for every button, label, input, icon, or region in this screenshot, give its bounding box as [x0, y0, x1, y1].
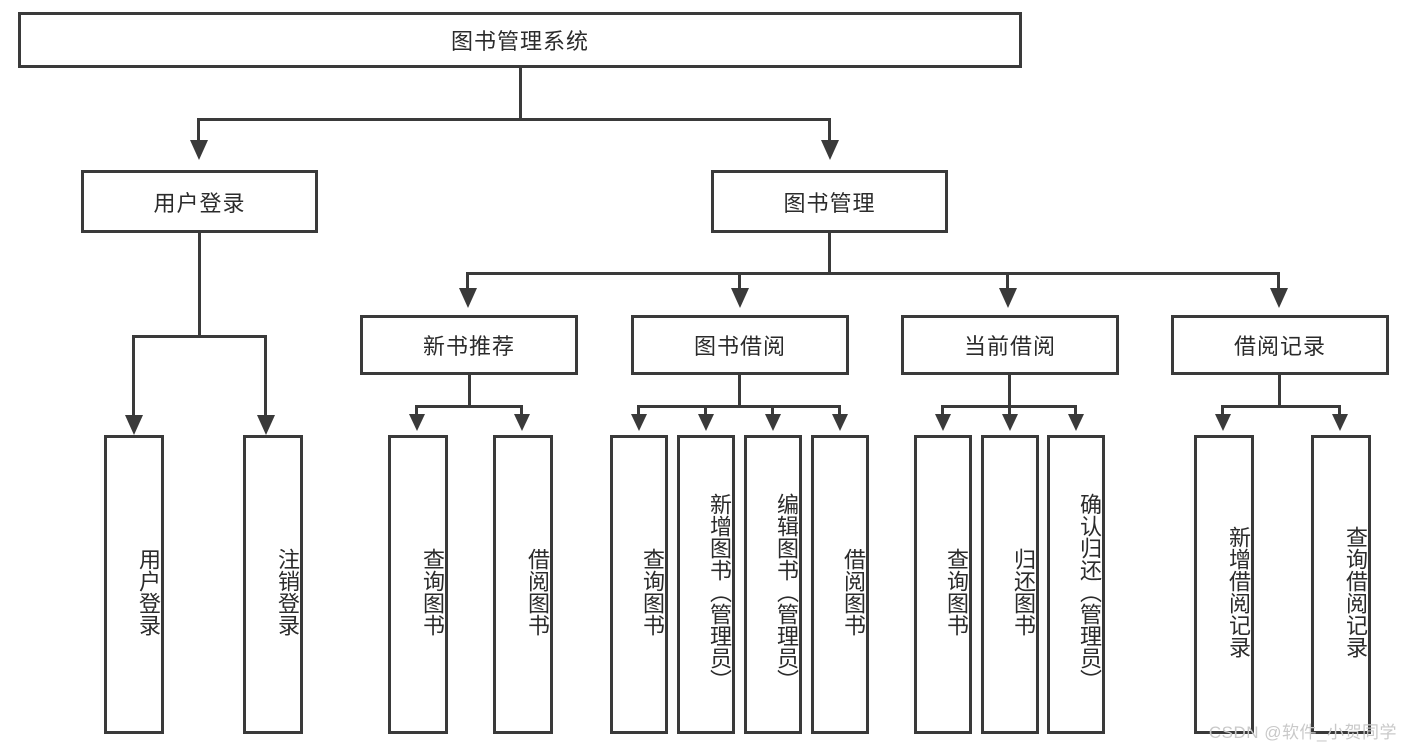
node-label: 编辑图书（管理员）: [774, 492, 799, 691]
connector-cb-drop-1: [941, 405, 944, 417]
arrow-to-book-borrow: [731, 288, 749, 308]
arrow-to-book-management: [821, 140, 839, 160]
connector-nbr-drop-2: [520, 405, 523, 417]
arrow-to-current-borrow: [999, 288, 1017, 308]
arrow-to-leaf-confirm-return: [1068, 414, 1084, 431]
node-leaf-edit-book[interactable]: 编辑图书（管理员）: [744, 435, 802, 734]
arrow-to-leaf-edit-book: [765, 414, 781, 431]
node-label: 归还图书: [1011, 547, 1036, 636]
arrow-to-leaf-add-borrow-record: [1215, 414, 1231, 431]
node-user-login[interactable]: 用户登录: [81, 170, 318, 233]
node-label: 新书推荐: [422, 334, 515, 359]
node-book-borrow[interactable]: 图书借阅: [631, 315, 849, 375]
connector-nbr-stem: [468, 375, 471, 408]
connector-level3-drop-1: [466, 272, 469, 290]
node-label: 查询图书: [420, 547, 445, 636]
connector-nbr-bus: [415, 405, 523, 408]
node-label: 用户登录: [153, 190, 246, 216]
node-leaf-borrow-book-1[interactable]: 借阅图书: [493, 435, 553, 734]
node-label: 新增图书（管理员）: [707, 492, 732, 691]
connector-user-login-stem: [198, 233, 201, 338]
arrow-to-user-login: [190, 140, 208, 160]
connector-nbr-drop-1: [415, 405, 418, 417]
connector-root-bus: [197, 118, 831, 121]
node-label: 注销登录: [275, 547, 300, 636]
node-leaf-query-book-2[interactable]: 查询图书: [610, 435, 668, 734]
connector-cb-drop-3: [1074, 405, 1077, 417]
connector-user-login-bus: [132, 335, 267, 338]
node-leaf-query-borrow-record[interactable]: 查询借阅记录: [1311, 435, 1371, 734]
watermark: CSDN @软件_小贺同学: [1208, 723, 1397, 742]
connector-bb-drop-3: [771, 405, 774, 417]
node-new-book-recommend[interactable]: 新书推荐: [360, 315, 578, 375]
node-label: 借阅图书: [525, 547, 550, 636]
connector-br-bus: [1221, 405, 1341, 408]
node-leaf-return-book[interactable]: 归还图书: [981, 435, 1039, 734]
node-leaf-borrow-book-2[interactable]: 借阅图书: [811, 435, 869, 734]
node-label: 查询图书: [640, 547, 665, 636]
connector-cb-drop-2: [1008, 405, 1011, 417]
connector-level3-drop-3: [1006, 272, 1009, 290]
connector-cb-stem: [1008, 375, 1011, 408]
node-label: 当前借阅: [963, 334, 1056, 359]
node-label: 借阅图书: [841, 547, 866, 636]
arrow-to-leaf-borrow-book-2: [832, 414, 848, 431]
connector-level3-bus: [466, 272, 1280, 275]
connector-level3-drop-2: [738, 272, 741, 290]
arrow-to-leaf-query-borrow-record: [1332, 414, 1348, 431]
node-leaf-query-book-1[interactable]: 查询图书: [388, 435, 448, 734]
arrow-to-leaf-query-book-3: [935, 414, 951, 431]
node-label: 查询借阅记录: [1343, 525, 1368, 658]
node-book-management[interactable]: 图书管理: [711, 170, 948, 233]
connector-br-drop-1: [1221, 405, 1224, 417]
node-borrow-record[interactable]: 借阅记录: [1171, 315, 1389, 375]
node-current-borrow[interactable]: 当前借阅: [901, 315, 1119, 375]
node-label: 借阅记录: [1233, 334, 1326, 359]
connector-level3-drop-4: [1277, 272, 1280, 290]
connector-br-drop-2: [1338, 405, 1341, 417]
connector-user-login-drop-2: [264, 335, 267, 417]
node-leaf-add-book[interactable]: 新增图书（管理员）: [677, 435, 735, 734]
arrow-to-leaf-logout-login: [257, 415, 275, 435]
node-label: 图书管理: [783, 190, 876, 216]
connector-bb-drop-1: [637, 405, 640, 417]
connector-bb-drop-2: [704, 405, 707, 417]
connector-br-stem: [1278, 375, 1281, 408]
node-label: 确认归还（管理员）: [1077, 492, 1102, 691]
arrow-to-leaf-add-book: [698, 414, 714, 431]
arrow-to-leaf-borrow-book-1: [514, 414, 530, 431]
arrow-to-leaf-return-book: [1002, 414, 1018, 431]
node-label: 图书借阅: [693, 334, 786, 359]
connector-book-management-stem: [828, 233, 831, 275]
arrow-to-leaf-query-book-2: [631, 414, 647, 431]
node-leaf-user-login[interactable]: 用户登录: [104, 435, 164, 734]
connector-bb-stem: [738, 375, 741, 408]
connector-bb-drop-4: [838, 405, 841, 417]
arrow-to-leaf-user-login: [125, 415, 143, 435]
node-label: 图书管理系统: [450, 29, 589, 54]
connector-bb-bus: [637, 405, 841, 408]
node-leaf-add-borrow-record[interactable]: 新增借阅记录: [1194, 435, 1254, 734]
arrow-to-leaf-query-book-1: [409, 414, 425, 431]
connector-user-login-drop-1: [132, 335, 135, 417]
node-label: 用户登录: [136, 547, 161, 636]
node-label: 查询图书: [944, 547, 969, 636]
node-leaf-logout-login[interactable]: 注销登录: [243, 435, 303, 734]
node-leaf-query-book-3[interactable]: 查询图书: [914, 435, 972, 734]
arrow-to-borrow-record: [1270, 288, 1288, 308]
node-book-management-system[interactable]: 图书管理系统: [18, 12, 1022, 68]
connector-root-drop-right: [828, 118, 831, 142]
node-label: 新增借阅记录: [1226, 525, 1251, 658]
node-leaf-confirm-return[interactable]: 确认归还（管理员）: [1047, 435, 1105, 734]
arrow-to-new-book-recommend: [459, 288, 477, 308]
connector-root-drop-left: [197, 118, 200, 142]
connector-root-stem: [519, 68, 522, 120]
